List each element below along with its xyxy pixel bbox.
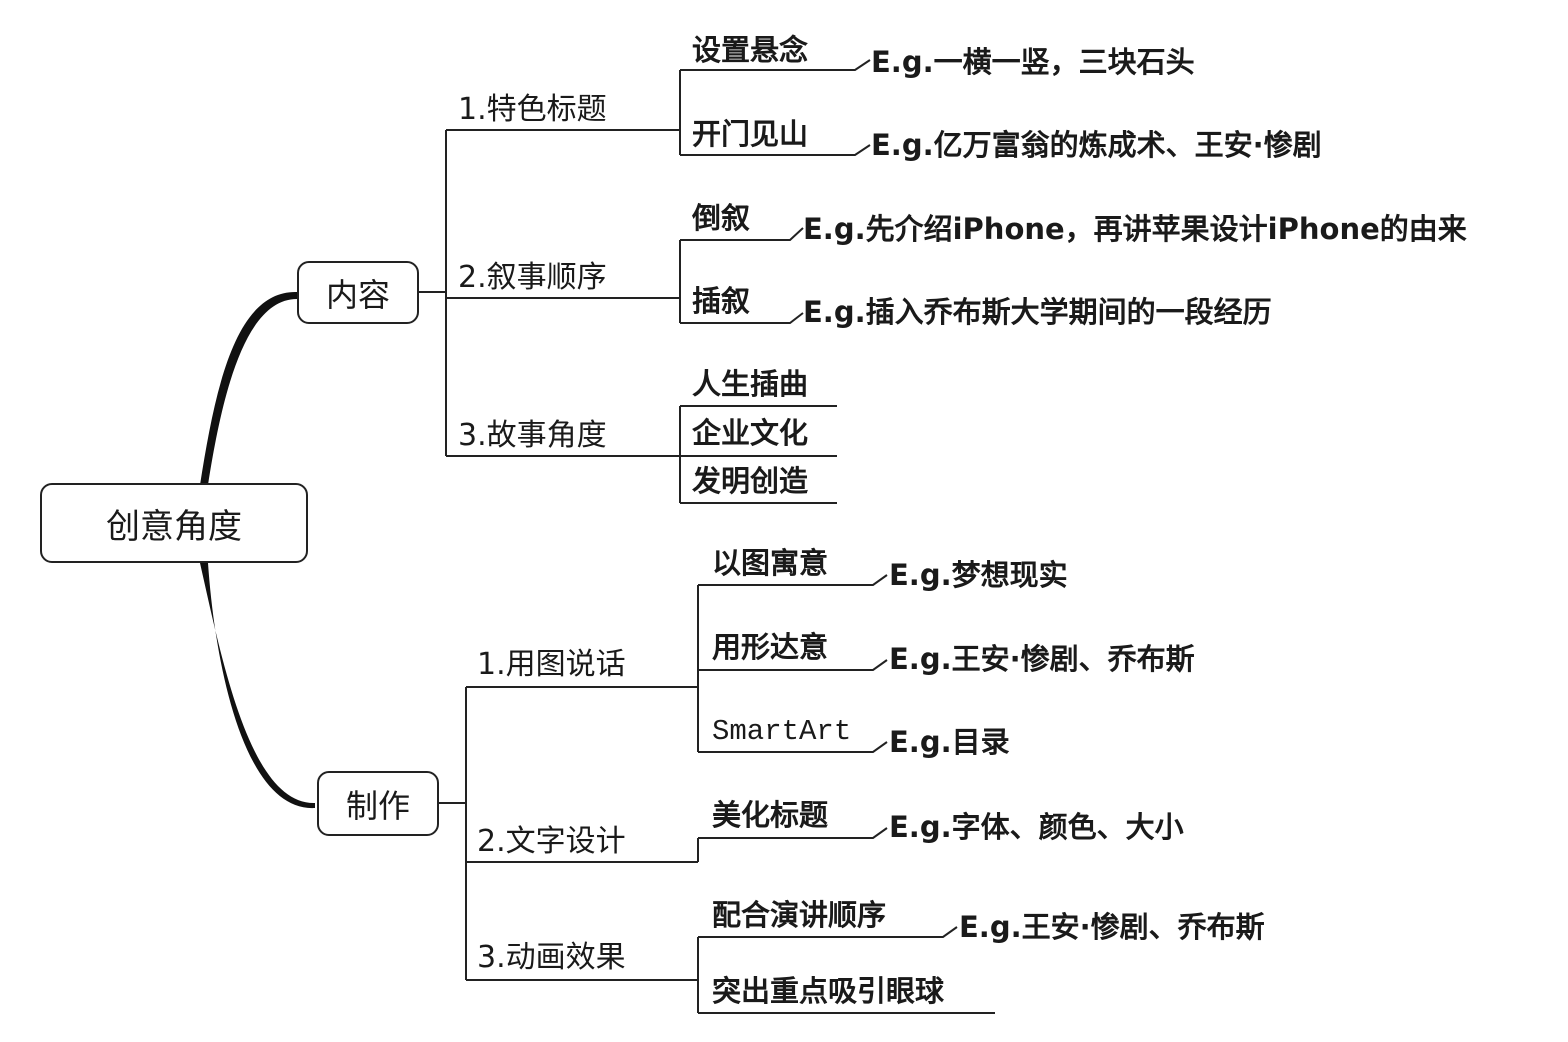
story-angle-label: 3.故事角度	[458, 418, 607, 453]
flashback-example: E.g.先介绍iPhone，再讲苹果设计iPhone的由来	[803, 212, 1467, 246]
line-suspense-underline	[680, 59, 871, 71]
beautify-label: 美化标题	[712, 798, 829, 832]
suspense-label: 设置悬念	[692, 33, 809, 67]
content-node: 内容	[297, 261, 419, 324]
production-label: 制作	[345, 786, 410, 825]
pictures-label: 1.用图说话	[477, 647, 626, 682]
interpolation-label: 插叙	[692, 284, 751, 318]
line-beautify-underline	[698, 827, 888, 839]
line-flashback-underline	[680, 227, 804, 241]
interpolation-example: E.g.插入乔布斯大学期间的一段经历	[803, 295, 1272, 329]
shape-label: 用形达意	[712, 630, 829, 664]
smartart-example: E.g.目录	[889, 725, 1010, 759]
flashback-label: 倒叙	[692, 201, 751, 235]
line-interpolation-underline	[680, 312, 804, 324]
smartart-label: SmartArt	[712, 715, 852, 748]
metaphor-example: E.g.梦想现实	[889, 558, 1068, 592]
root-label: 创意角度	[106, 506, 242, 547]
production-node: 制作	[317, 771, 439, 836]
root-branch-content	[200, 291, 297, 485]
straight-example: E.g.亿万富翁的炼成术、王安·惨剧	[871, 128, 1322, 162]
text-design-label: 2.文字设计	[477, 824, 626, 859]
narrative-order-label: 2.叙事顺序	[458, 260, 607, 295]
story-item-3: 发明创造	[692, 464, 809, 498]
story-item-1: 人生插曲	[692, 367, 809, 401]
straight-label: 开门见山	[692, 117, 809, 151]
line-straight-underline	[680, 144, 871, 156]
line-shape-underline	[698, 659, 888, 671]
metaphor-label: 以图寓意	[712, 546, 829, 580]
line-speech-order-underline	[698, 926, 958, 938]
root-node: 创意角度	[40, 483, 308, 563]
highlight-label: 突出重点吸引眼球	[712, 974, 945, 1008]
animation-label: 3.动画效果	[477, 940, 626, 975]
beautify-example: E.g.字体、颜色、大小	[889, 810, 1184, 844]
story-item-2: 企业文化	[692, 416, 809, 450]
line-metaphor-underline	[698, 574, 888, 586]
speech-order-example: E.g.王安·惨剧、乔布斯	[959, 910, 1265, 944]
suspense-example: E.g.一横一竖，三块石头	[871, 45, 1195, 79]
root-branch-production	[200, 563, 315, 809]
speech-order-label: 配合演讲顺序	[712, 898, 887, 932]
content-label: 内容	[325, 275, 390, 314]
line-smartart-underline	[698, 741, 888, 753]
shape-example: E.g.王安·惨剧、乔布斯	[889, 642, 1195, 676]
featured-title-label: 1.特色标题	[458, 92, 607, 127]
